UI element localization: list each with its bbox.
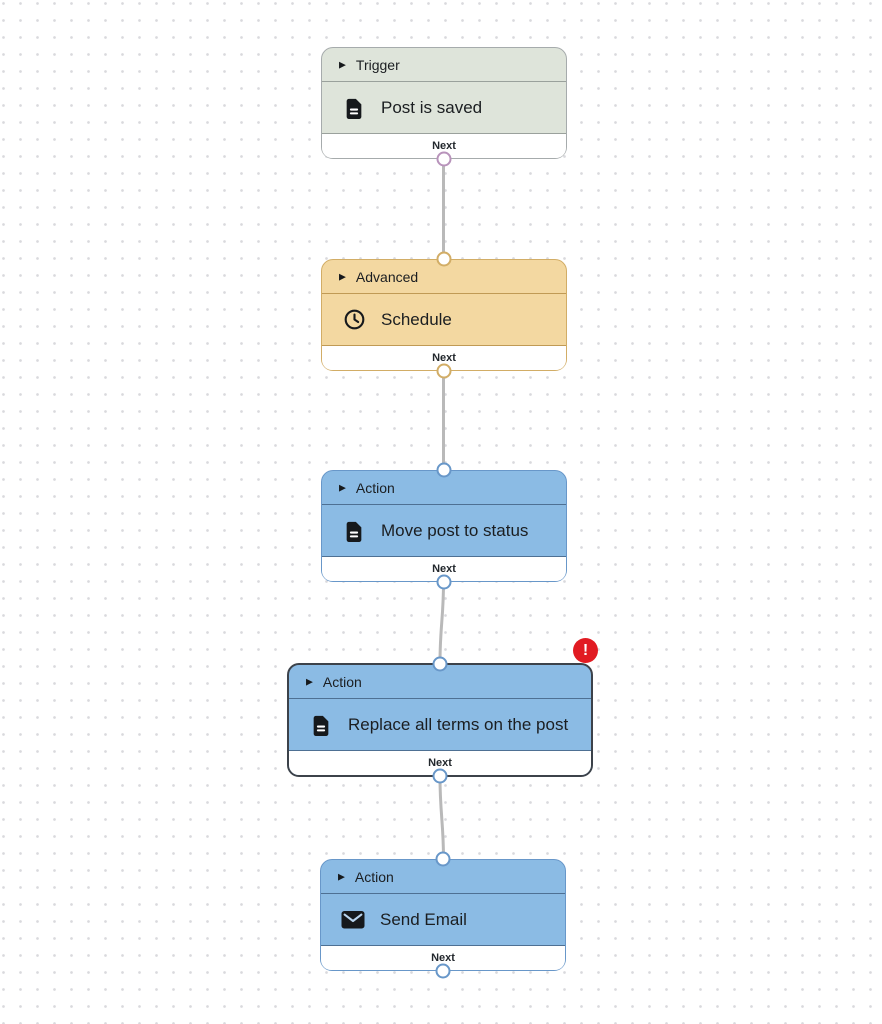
input-handle[interactable]	[436, 462, 452, 478]
node-title: Replace all terms on the post	[348, 714, 569, 734]
edge-replace-to-sendemail[interactable]	[438, 775, 445, 861]
error-exclamation-icon: !	[582, 641, 589, 659]
node-header[interactable]: ▶ Advanced	[322, 260, 566, 294]
node-title: Schedule	[381, 309, 452, 329]
input-handle[interactable]	[435, 851, 451, 867]
node-trigger-post-is-saved[interactable]: ▶ Trigger Post is saved Next	[321, 47, 567, 167]
document-icon	[309, 713, 333, 737]
node-type-label: Action	[355, 479, 395, 496]
output-handle[interactable]	[436, 363, 452, 379]
node-title: Post is saved	[381, 97, 483, 117]
clock-icon	[342, 308, 366, 332]
document-icon	[342, 519, 366, 543]
document-icon	[342, 96, 366, 120]
node-body: Send Email	[321, 894, 565, 945]
node-body: Post is saved	[322, 82, 566, 133]
next-branch-label: Next	[432, 563, 456, 575]
envelope-icon	[341, 908, 365, 932]
expand-triangle-icon[interactable]: ▶	[339, 271, 346, 282]
output-handle[interactable]	[436, 574, 452, 590]
expand-triangle-icon[interactable]: ▶	[338, 871, 345, 882]
node-action-send-email[interactable]: ▶ Action Send Email Next	[320, 851, 566, 979]
next-branch-label: Next	[431, 952, 455, 964]
node-header[interactable]: ▶ Action	[289, 665, 591, 699]
node-body: Schedule	[322, 294, 566, 345]
node-type-label: Advanced	[355, 268, 419, 285]
node-title: Send Email	[380, 909, 467, 929]
output-handle[interactable]	[436, 151, 452, 167]
node-body: Replace all terms on the post	[289, 699, 591, 750]
next-branch-label: Next	[432, 140, 456, 152]
output-handle[interactable]	[432, 768, 448, 784]
output-handle[interactable]	[435, 963, 451, 979]
expand-triangle-icon[interactable]: ▶	[306, 676, 313, 687]
node-header[interactable]: ▶ Action	[321, 860, 565, 894]
expand-triangle-icon[interactable]: ▶	[339, 482, 346, 493]
input-handle[interactable]	[436, 251, 452, 267]
node-header[interactable]: ▶ Action	[322, 471, 566, 505]
node-type-label: Action	[354, 868, 394, 885]
expand-triangle-icon[interactable]: ▶	[339, 59, 346, 70]
node-action-replace-all-terms[interactable]: ▶ Action Replace all terms on the post N…	[287, 656, 593, 784]
node-header[interactable]: ▶ Trigger	[322, 48, 566, 82]
error-badge: !	[573, 638, 598, 663]
edge-movepost-to-replace[interactable]	[438, 580, 445, 665]
node-type-label: Action	[322, 673, 362, 690]
node-type-label: Trigger	[355, 56, 400, 73]
node-action-move-post-to-status[interactable]: ▶ Action Move post to status Next	[321, 462, 567, 590]
next-branch-label: Next	[432, 352, 456, 364]
next-branch-label: Next	[428, 757, 452, 769]
node-title: Move post to status	[381, 520, 529, 540]
node-advanced-schedule[interactable]: ▶ Advanced Schedule Next	[321, 251, 567, 379]
input-handle[interactable]	[432, 656, 448, 672]
node-body: Move post to status	[322, 505, 566, 556]
